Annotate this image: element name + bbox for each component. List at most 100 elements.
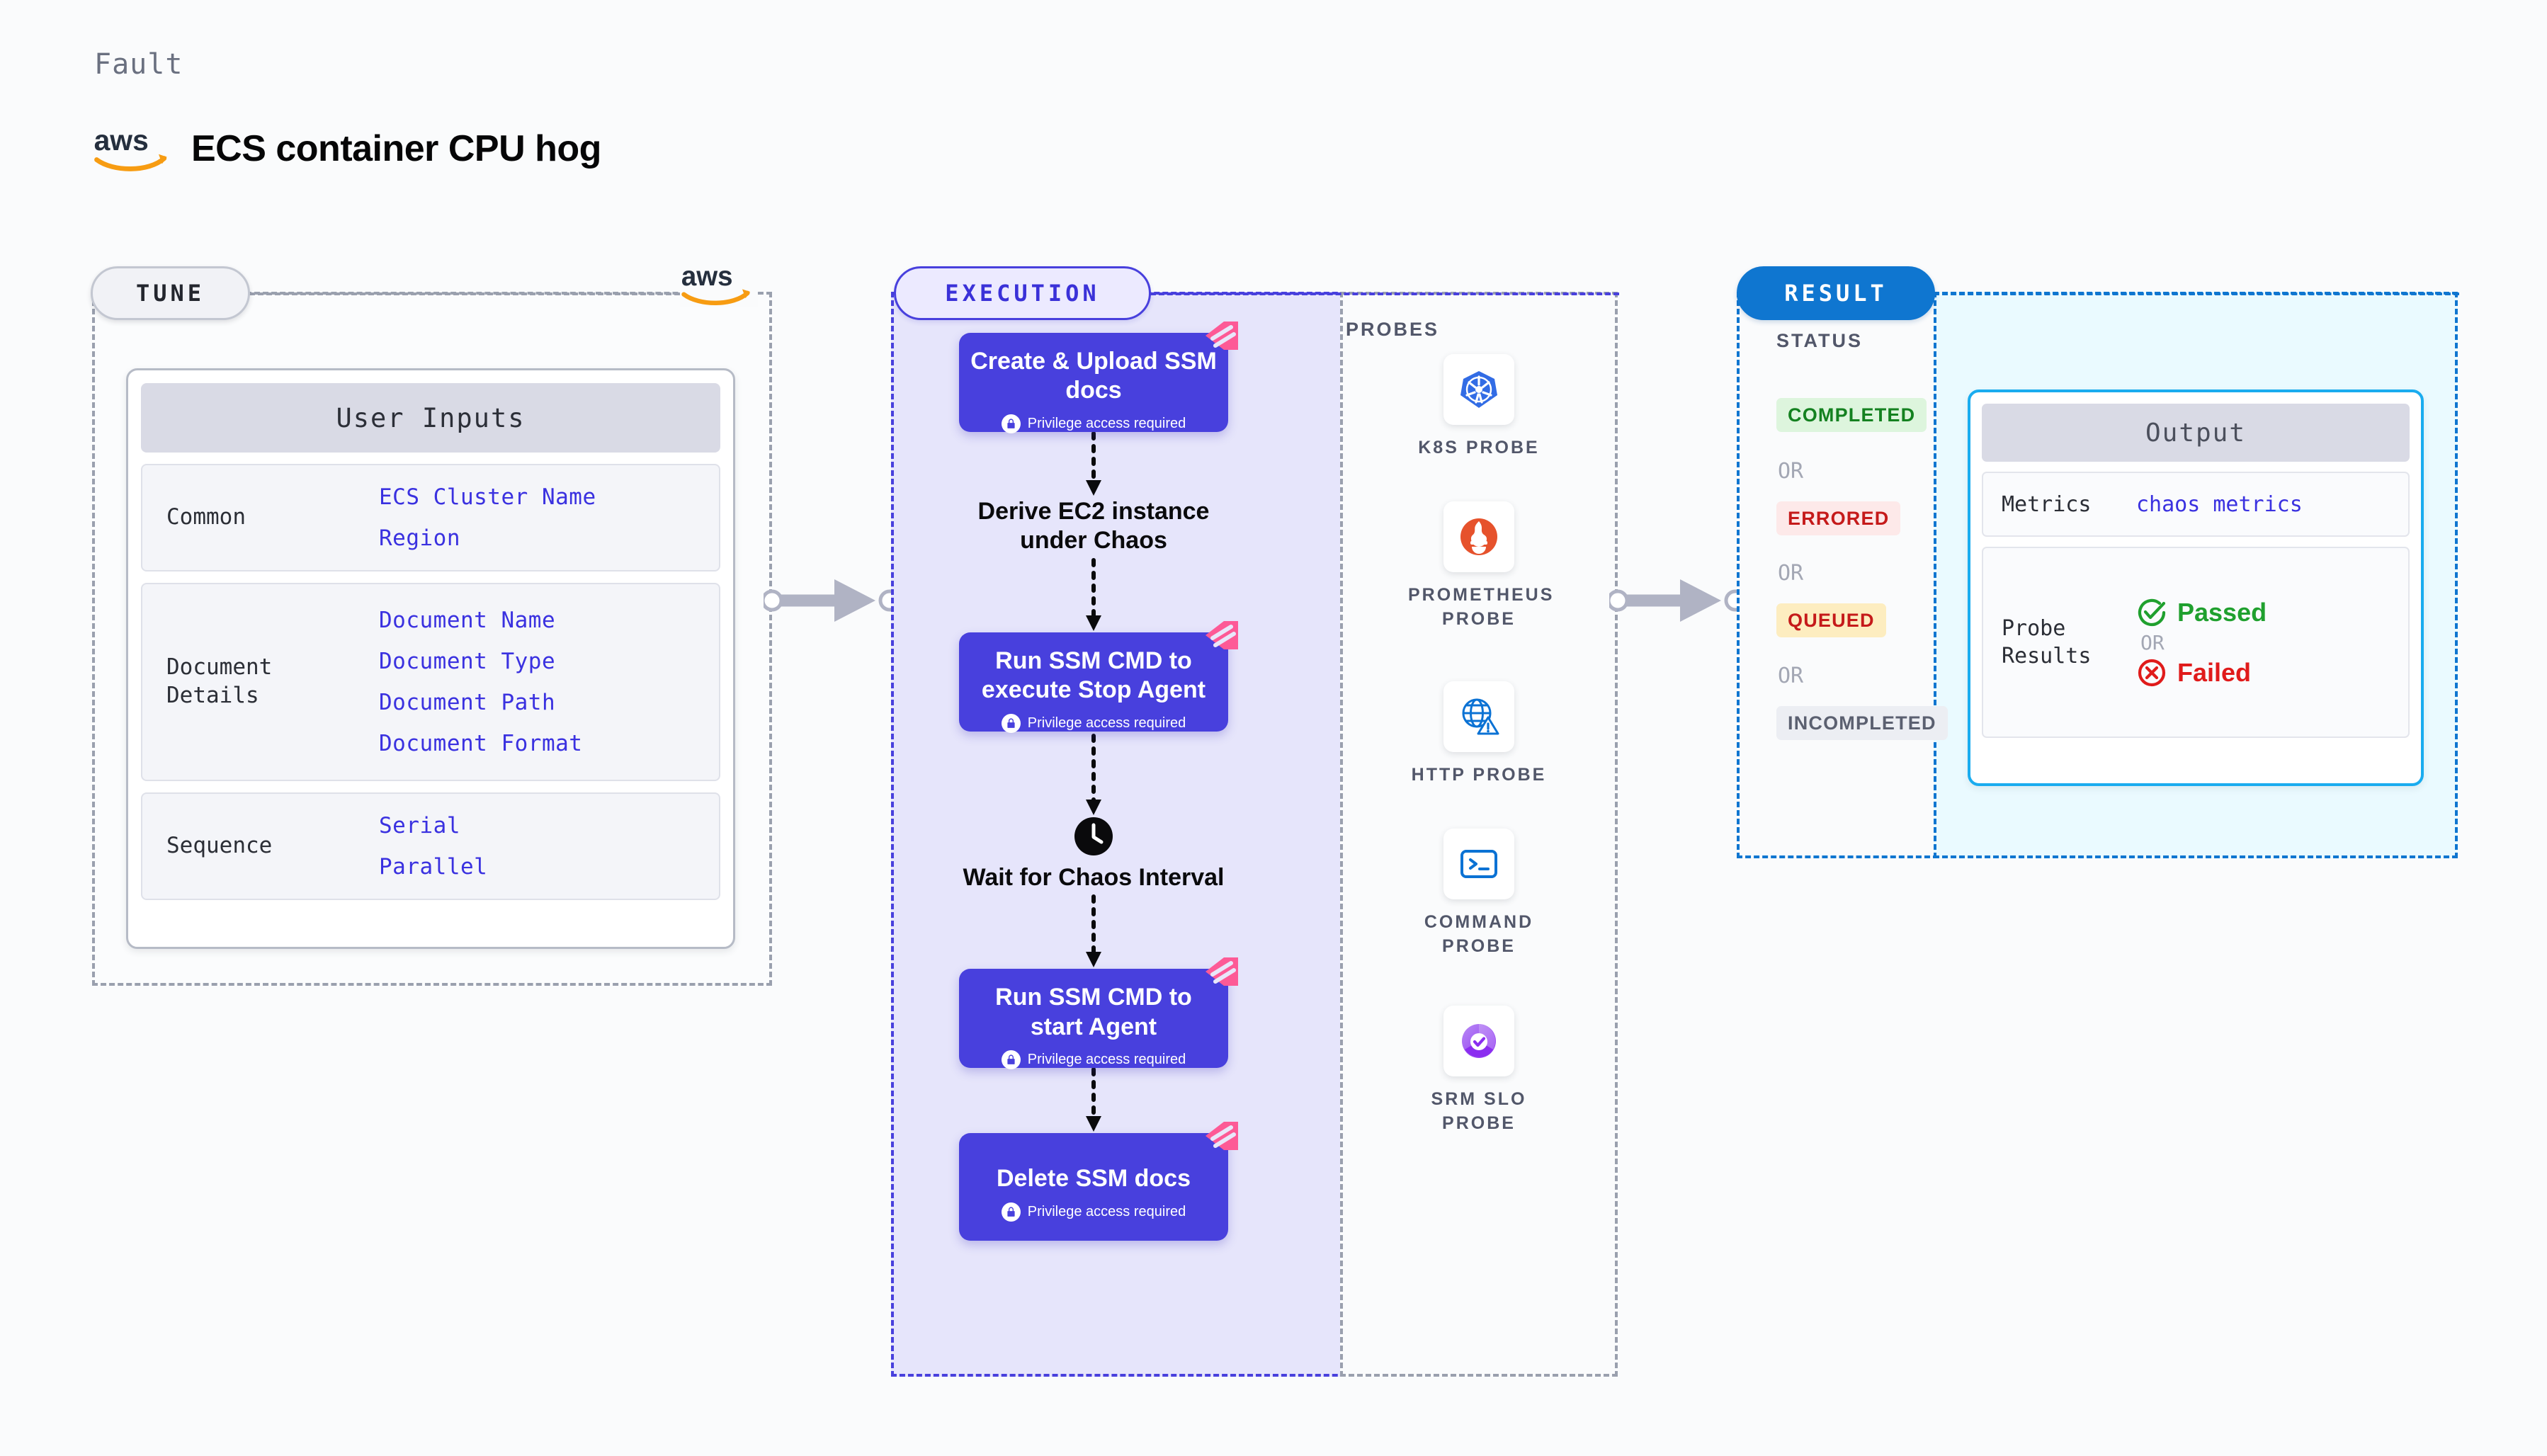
litmus-flag-icon: [1206, 1122, 1238, 1151]
tune-value-parallel[interactable]: Parallel: [379, 854, 488, 880]
flow-step-wait-for-chaos-interval: Wait for Chaos Interval: [963, 863, 1225, 891]
flow-step-derive-ec2-instance: Derive EC2 instance under Chaos: [977, 498, 1210, 554]
flow-node-title: Run SSM CMD to start Agent: [995, 984, 1192, 1040]
tune-value-ecs-cluster-name[interactable]: ECS Cluster Name: [379, 484, 596, 510]
execution-tag[interactable]: EXECUTION: [894, 266, 1151, 320]
probe-caption: K8S PROBE: [1418, 438, 1540, 457]
privilege-note-label: Privilege access required: [1027, 415, 1186, 431]
x-circle-icon: [2138, 659, 2166, 686]
user-inputs-card: User Inputs Common ECS Cluster Name Regi…: [126, 368, 735, 949]
aws-logo-icon: aws: [94, 124, 167, 171]
probe-item-http[interactable]: HTTP PROBE: [1408, 681, 1550, 787]
flow-arrow: [1086, 1068, 1101, 1132]
output-row-probe-results: Probe Results Passed OR Failed: [1982, 547, 2410, 738]
privilege-note-label: Privilege access required: [1027, 715, 1186, 731]
tune-group-label: Document Details: [166, 654, 273, 708]
tune-aws-logo-icon: aws: [680, 261, 758, 307]
tune-group-label: Sequence: [166, 833, 273, 859]
status-badge-incompleted: INCOMPLETED: [1776, 706, 1948, 740]
probe-result-passed: Passed: [2136, 597, 2267, 628]
privilege-note-label: Privilege access required: [1027, 1052, 1186, 1068]
tune-value-document-path[interactable]: Document Path: [379, 690, 556, 715]
clock-icon: [1074, 817, 1113, 855]
lock-icon: [1001, 713, 1021, 733]
flow-node-title: Create & Upload SSM docs: [970, 348, 1217, 404]
lock-icon: [1001, 1050, 1021, 1070]
output-card-title: Output: [1982, 404, 2410, 462]
output-row-metrics: Metrics chaos metrics: [1982, 472, 2410, 537]
lock-icon: [1001, 1202, 1021, 1222]
tune-tag-connector: [249, 292, 688, 295]
flow-node-delete-ssm-docs[interactable]: Delete SSM docs Privilege access require…: [959, 1122, 1238, 1241]
status-badge-errored: ERRORED: [1776, 501, 1901, 535]
probe-result-or: OR: [2140, 630, 2165, 654]
page-kicker: Fault: [94, 48, 183, 81]
svg-text:aws: aws: [94, 124, 149, 157]
probe-caption: HTTP PROBE: [1411, 765, 1547, 785]
connector-tune-to-execution: [764, 579, 901, 622]
status-or-3: OR: [1778, 664, 1804, 688]
prometheus-icon: [1443, 501, 1514, 572]
check-circle-icon: [2138, 598, 2166, 626]
status-label: STATUS: [1776, 330, 1863, 351]
probe-item-k8s[interactable]: K8S PROBE: [1408, 354, 1550, 460]
probe-item-prometheus[interactable]: PROMETHEUS PROBE: [1408, 501, 1555, 631]
flow-arrow: [1086, 733, 1101, 815]
http-globe-icon: [1443, 681, 1514, 752]
tune-value-serial[interactable]: Serial: [379, 813, 460, 838]
flow-arrow: [1086, 894, 1101, 968]
flow-node-run-ssm-cmd-stop-agent[interactable]: Run SSM CMD to execute Stop Agent Privil…: [959, 620, 1238, 733]
status-badge-queued: QUEUED: [1776, 603, 1886, 637]
tune-value-document-name[interactable]: Document Name: [379, 608, 556, 633]
litmus-flag-icon: [1206, 957, 1238, 986]
kubernetes-icon: [1443, 354, 1514, 425]
tune-value-document-format[interactable]: Document Format: [379, 731, 583, 756]
tune-tag[interactable]: TUNE: [91, 266, 250, 320]
flow-node-title: Delete SSM docs: [997, 1165, 1191, 1193]
result-tag-connector: [1934, 292, 2459, 295]
probe-item-command[interactable]: COMMAND PROBE: [1408, 829, 1550, 958]
tune-value-document-type[interactable]: Document Type: [379, 649, 556, 674]
probe-caption: COMMAND PROBE: [1424, 912, 1534, 956]
probe-caption: PROMETHEUS PROBE: [1408, 585, 1555, 629]
litmus-flag-icon: [1206, 620, 1238, 649]
probe-item-srm-slo[interactable]: SRM SLO PROBE: [1408, 1006, 1550, 1135]
probe-results-label: Probe Results: [2002, 616, 2092, 669]
privilege-note: Privilege access required: [969, 1050, 1218, 1070]
metrics-label: Metrics: [2002, 491, 2092, 517]
output-card: Output Metrics chaos metrics Probe Resul…: [1968, 389, 2424, 786]
flow-node-title: Run SSM CMD to execute Stop Agent: [981, 647, 1206, 704]
terminal-icon: [1443, 829, 1514, 899]
status-or-1: OR: [1778, 459, 1804, 484]
tune-group-sequence: Sequence Serial Parallel: [141, 792, 720, 900]
litmus-flag-icon: [1206, 322, 1238, 350]
flow-arrow: [1086, 557, 1101, 631]
failed-label: Failed: [2177, 657, 2252, 687]
probe-caption: SRM SLO PROBE: [1431, 1089, 1527, 1133]
srm-slo-icon: [1443, 1006, 1514, 1076]
lock-icon: [1001, 414, 1021, 433]
tune-value-region[interactable]: Region: [379, 525, 460, 551]
result-panel: [1737, 292, 1939, 858]
privilege-note: Privilege access required: [969, 1202, 1218, 1222]
svg-text:aws: aws: [681, 261, 733, 292]
passed-label: Passed: [2177, 597, 2267, 627]
connector-execution-to-result: [1609, 579, 1747, 622]
privilege-note: Privilege access required: [969, 713, 1218, 733]
result-tag[interactable]: RESULT: [1737, 266, 1935, 320]
privilege-note-label: Privilege access required: [1027, 1203, 1186, 1219]
flow-node-create-upload-ssm-docs[interactable]: Create & Upload SSM docs Privilege acces…: [959, 322, 1238, 433]
metrics-value-link[interactable]: chaos metrics: [2136, 491, 2303, 517]
execution-tag-connector: [1150, 292, 1619, 295]
probe-result-failed: Failed: [2136, 657, 2267, 688]
tune-group-common: Common ECS Cluster Name Region: [141, 464, 720, 571]
execution-flow: Create & Upload SSM docs Privilege acces…: [959, 322, 1238, 1241]
tune-group-label: Common: [166, 504, 246, 530]
flow-arrow: [1086, 432, 1101, 496]
user-inputs-title: User Inputs: [141, 383, 720, 453]
page-title: ECS container CPU hog: [191, 128, 601, 169]
status-badge-completed: COMPLETED: [1776, 398, 1927, 432]
flow-node-run-ssm-cmd-start-agent[interactable]: Run SSM CMD to start Agent Privilege acc…: [959, 957, 1238, 1070]
probes-label: PROBES: [1346, 319, 1440, 340]
